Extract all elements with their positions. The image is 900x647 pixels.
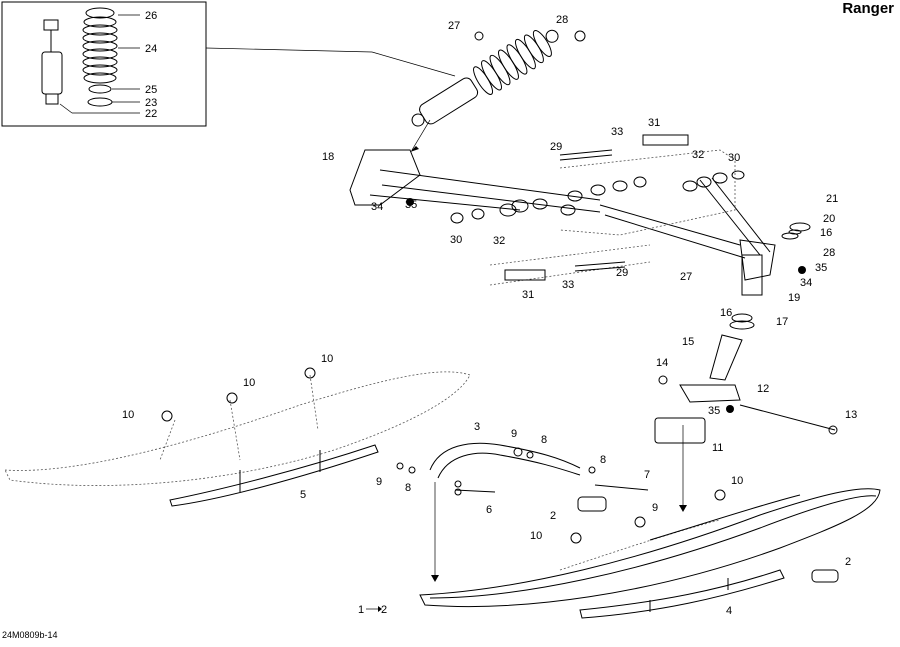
callout-13: 13 [845, 409, 857, 421]
callout-2: 2 [845, 556, 851, 568]
callout-33: 33 [562, 279, 574, 291]
callout-15: 15 [682, 336, 694, 348]
callout-10: 10 [243, 377, 255, 389]
callout-9: 9 [511, 428, 517, 440]
callout-2: 2 [381, 604, 387, 616]
callout-30: 30 [728, 152, 740, 164]
callout-9: 9 [652, 502, 658, 514]
model-title: Ranger [842, 0, 894, 17]
callout-8: 8 [600, 454, 606, 466]
callout-29: 29 [616, 267, 628, 279]
callout-22: 22 [145, 108, 157, 120]
callout-27: 27 [448, 20, 460, 32]
callout-17: 17 [776, 316, 788, 328]
spindle-column [679, 222, 836, 431]
callout-30: 30 [450, 234, 462, 246]
callout-28: 28 [556, 14, 568, 26]
callout-18: 18 [322, 151, 334, 163]
callout-2: 2 [550, 510, 556, 522]
callout-34: 34 [800, 277, 812, 289]
callout-1: 1 [358, 604, 364, 616]
left-ski [4, 371, 471, 507]
callout-12: 12 [757, 383, 769, 395]
callout-10: 10 [731, 475, 743, 487]
callout-19: 19 [788, 292, 800, 304]
callout-4: 4 [726, 605, 732, 617]
callout-32: 32 [692, 149, 704, 161]
right-ski [419, 417, 881, 619]
reference-arrow [366, 606, 382, 612]
callout-14: 14 [656, 357, 668, 369]
callout-27: 27 [680, 271, 692, 283]
callout-labels: 26 24 25 23 22 27 28 18 34 35 30 32 29 3… [122, 10, 857, 617]
callout-6: 6 [486, 504, 492, 516]
callout-16: 16 [720, 307, 732, 319]
callout-7: 7 [644, 469, 650, 481]
drawing-code: 24M0809b-14 [2, 630, 58, 640]
callout-31: 31 [648, 117, 660, 129]
callout-35: 35 [708, 405, 720, 417]
callout-5: 5 [300, 489, 306, 501]
callout-11: 11 [712, 442, 723, 454]
callout-20: 20 [823, 213, 835, 225]
shock-inset [1, 1, 456, 127]
callout-34: 34 [371, 201, 383, 213]
callout-26: 26 [145, 10, 157, 22]
callout-10: 10 [530, 530, 542, 542]
callout-33: 33 [611, 126, 623, 138]
callout-29: 29 [550, 141, 562, 153]
callout-10: 10 [122, 409, 134, 421]
callout-8: 8 [541, 434, 547, 446]
callout-31: 31 [522, 289, 534, 301]
callout-23: 23 [145, 97, 157, 109]
callout-10: 10 [321, 353, 333, 365]
callout-24: 24 [145, 43, 157, 55]
callout-25: 25 [145, 84, 157, 96]
main-shock [411, 29, 559, 127]
callout-32: 32 [493, 235, 505, 247]
hardware-markers [161, 30, 838, 544]
a-arm-assembly [349, 134, 776, 286]
callout-16: 16 [820, 227, 832, 239]
callout-35: 35 [815, 262, 827, 274]
callout-28: 28 [823, 247, 835, 259]
ski-damper [429, 442, 649, 582]
callout-8: 8 [405, 482, 411, 494]
callout-3: 3 [474, 421, 480, 433]
callout-21: 21 [826, 193, 838, 205]
callout-9: 9 [376, 476, 382, 488]
